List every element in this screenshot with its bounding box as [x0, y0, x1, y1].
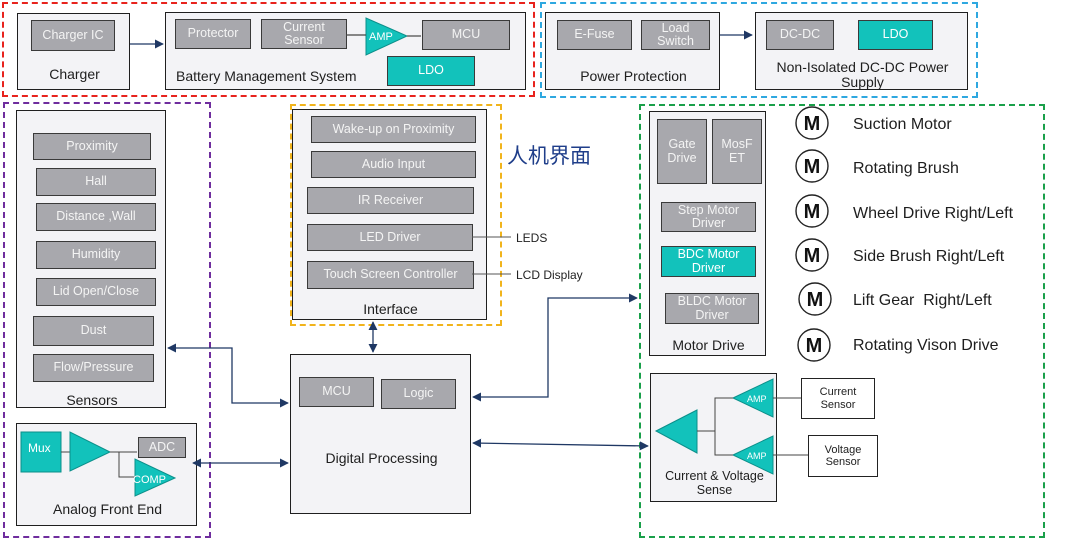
charger-label: Charger [49, 66, 100, 82]
sensors-label: Sensors [66, 392, 118, 408]
dcdc-block: DC-DC [766, 20, 834, 50]
motor-drive-label: Motor Drive [672, 337, 745, 353]
protector-block: Protector [175, 19, 251, 49]
digital-mcu-block: MCU [299, 377, 374, 407]
cv-sense-label: Current & Voltage Sense [665, 469, 764, 497]
motor-name-vision-drive: Rotating Vison Drive [853, 337, 999, 354]
charger-bms-group [2, 2, 535, 97]
current-sensor-block: Current Sensor [261, 19, 347, 49]
motor-drive-panel: Gate Drive MosF ET Step Motor Driver BDC… [649, 111, 766, 356]
power-protection-panel: E-Fuse Load Switch Power Protection [545, 12, 720, 90]
sensor-flow-pressure: Flow/Pressure [33, 354, 154, 382]
mosfet-block: MosF ET [712, 119, 762, 184]
bms-label: Battery Management System [176, 68, 357, 84]
digital-processing-panel: MCU Logic Digital Processing [290, 354, 471, 514]
motor-name-wheel-drive: Wheel Drive Right/Left [853, 205, 1014, 222]
digital-logic-block: Logic [381, 379, 456, 409]
led-driver-block: LED Driver [307, 224, 473, 251]
motor-name-rotating-brush: Rotating Brush [853, 160, 959, 177]
bdc-motor-driver-block: BDC Motor Driver [661, 246, 756, 277]
gate-drive-block: Gate Drive [657, 119, 707, 184]
sensor-lid: Lid Open/Close [36, 278, 156, 306]
charger-ic-block: Charger IC [31, 20, 115, 51]
motor-name-suction: Suction Motor [853, 116, 952, 133]
interface-label: Interface [363, 301, 418, 317]
power-group [540, 2, 978, 98]
afe-label: Analog Front End [53, 501, 162, 517]
sensor-distance-wall: Distance ,Wall [36, 203, 156, 231]
sensor-dust: Dust [33, 316, 154, 346]
bldc-motor-driver-block: BLDC Motor Driver [665, 293, 759, 324]
adc-block: ADC [138, 437, 186, 458]
bms-mcu-block: MCU [422, 20, 510, 50]
motor-name-lift-gear: Lift Gear Right/Left [853, 292, 992, 309]
sensor-hall: Hall [36, 168, 156, 196]
touch-screen-controller-block: Touch Screen Controller [307, 261, 474, 289]
motor-name-side-brush: Side Brush Right/Left [853, 248, 1005, 265]
audio-input-block: Audio Input [311, 151, 476, 178]
dcdc-panel: DC-DC LDO Non-Isolated DC-DC Power Suppl… [755, 12, 968, 90]
ir-receiver-block: IR Receiver [307, 187, 474, 214]
load-switch-block: Load Switch [641, 20, 710, 50]
wakeup-proximity-block: Wake-up on Proximity [311, 116, 476, 143]
leds-label: LEDS [516, 231, 548, 245]
bms-panel: Protector Current Sensor MCU LDO Battery… [165, 12, 526, 90]
step-motor-driver-block: Step Motor Driver [661, 202, 756, 232]
cv-current-sensor-box: Current Sensor [801, 378, 875, 419]
charger-panel: Charger IC Charger [17, 13, 130, 90]
bms-ldo-block: LDO [387, 56, 475, 86]
digital-processing-label: Digital Processing [325, 450, 438, 466]
efuse-block: E-Fuse [557, 20, 632, 50]
dcdc-label: Non-Isolated DC-DC Power Supply [776, 59, 949, 91]
lcd-display-label: LCD Display [516, 268, 583, 282]
cv-voltage-sensor-box: Voltage Sensor [808, 435, 878, 477]
afe-panel: ADC Analog Front End [16, 423, 197, 526]
dcdc-ldo-block: LDO [858, 20, 933, 50]
interface-panel: Wake-up on Proximity Audio Input IR Rece… [292, 109, 487, 320]
sensor-proximity: Proximity [33, 133, 151, 160]
interface-group [290, 104, 502, 326]
sensors-panel: Proximity Hall Distance ,Wall Humidity L… [16, 110, 166, 408]
power-protection-label: Power Protection [580, 68, 687, 84]
cv-sense-panel: Current & Voltage Sense [650, 373, 777, 502]
sensor-humidity: Humidity [36, 241, 156, 269]
motor-group [639, 104, 1045, 538]
sensors-afe-group [3, 102, 211, 538]
hmi-title: 人机界面 [507, 144, 591, 168]
digital-cvsense-arrow [472, 438, 649, 451]
